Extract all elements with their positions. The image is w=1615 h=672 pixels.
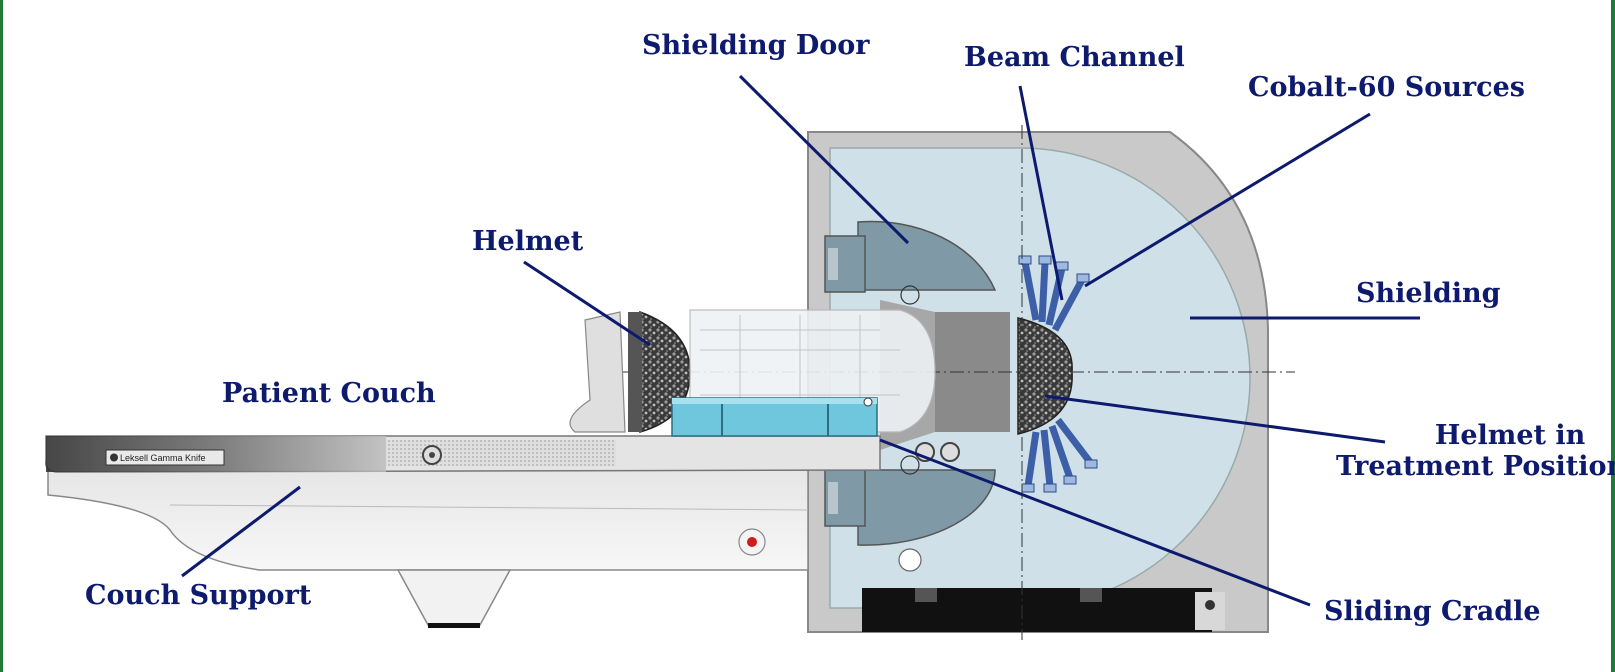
patient-couch-group <box>44 435 881 628</box>
shielding-door-upper <box>824 220 997 305</box>
label-cobalt-sources: Cobalt-60 Sources <box>1248 72 1525 103</box>
treatment-tunnel <box>935 312 1010 432</box>
brand-plate: Leksell Gamma Knife <box>105 449 225 466</box>
label-shielding: Shielding <box>1356 278 1501 309</box>
label-couch-support: Couch Support <box>85 580 312 611</box>
brand-plate-text: Leksell Gamma Knife <box>120 453 206 463</box>
shielding-door-lower <box>824 455 996 572</box>
couch-support-body <box>47 469 809 571</box>
housing-base <box>862 588 1212 632</box>
label-helmet-treatment-line2: Treatment Position <box>1336 451 1615 483</box>
label-sliding-cradle: Sliding Cradle <box>1324 596 1541 627</box>
beam-channels <box>1021 261 1093 487</box>
leader-helmet-treatment <box>1044 394 1386 444</box>
leader-sliding-cradle <box>879 438 1311 607</box>
label-beam-channel: Beam Channel <box>964 42 1185 73</box>
label-patient-couch: Patient Couch <box>222 378 436 409</box>
cobalt-60-sources <box>1018 255 1098 493</box>
leader-lines <box>181 74 1420 607</box>
label-helmet-treatment-line1: Helmet in <box>1434 420 1586 451</box>
helmet-frame <box>569 311 626 433</box>
label-shielding-door: Shielding Door <box>642 30 870 61</box>
couch-foot <box>396 569 512 626</box>
center-lines <box>590 125 1295 640</box>
leader-cobalt-sources <box>1084 112 1371 288</box>
leader-helmet <box>523 260 651 347</box>
leader-beam-channel <box>1018 85 1064 301</box>
label-helmet: Helmet <box>472 226 584 257</box>
leader-couch-support <box>181 485 301 578</box>
leader-shielding-door <box>738 74 910 245</box>
helmet-group <box>569 309 960 462</box>
label-helmet-treatment: Helmet in Treatment Position <box>1336 420 1615 482</box>
left-frame-border <box>0 0 3 672</box>
right-frame-border <box>1611 0 1615 672</box>
